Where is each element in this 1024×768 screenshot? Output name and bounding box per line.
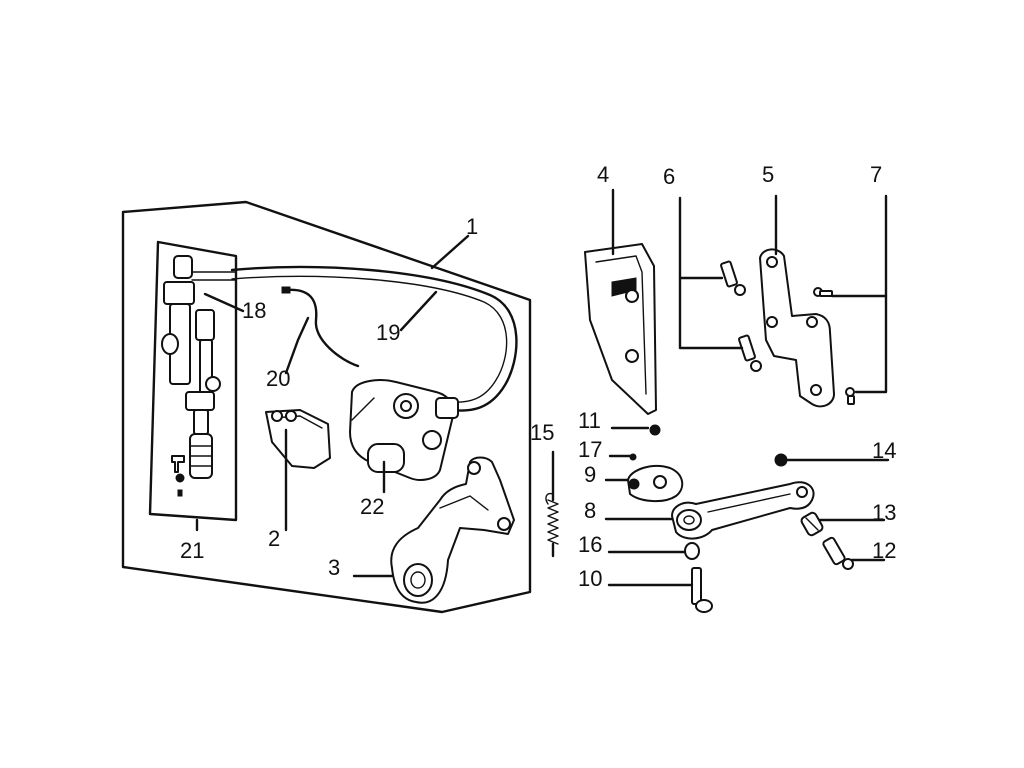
callout-2: 2 <box>268 526 280 551</box>
brake-hose <box>230 265 518 412</box>
bolt-6-upper <box>720 260 746 296</box>
sensor-wire-connector <box>281 286 291 294</box>
pedal-bolt <box>691 567 713 613</box>
callout-10: 10 <box>578 566 602 591</box>
leader-lines <box>195 188 890 587</box>
master-cylinder-box <box>148 240 238 522</box>
pivot-washer <box>627 464 684 502</box>
callout-14: 14 <box>872 438 896 463</box>
callout-21: 21 <box>180 538 204 563</box>
brake-pad <box>265 409 331 469</box>
callout-4: 4 <box>597 162 609 187</box>
callout-19: 19 <box>376 320 400 345</box>
master-cylinder <box>161 255 236 497</box>
brake-pedal <box>671 481 815 540</box>
callout-16: 16 <box>578 532 602 557</box>
callout-5: 5 <box>762 162 774 187</box>
screw-7-upper <box>813 287 833 297</box>
callout-20: 20 <box>266 366 290 391</box>
sleeve-13 <box>800 511 824 537</box>
bolt-6-lower <box>738 334 762 372</box>
callout-11: 11 <box>578 408 601 433</box>
callout-3: 3 <box>328 555 340 580</box>
callout-22: 22 <box>360 494 384 519</box>
callout-18: 18 <box>242 298 266 323</box>
pin-12 <box>822 536 854 570</box>
callout-1: 1 <box>466 214 478 239</box>
spring <box>545 450 559 558</box>
assembly-outline <box>121 200 532 614</box>
callout-12: 12 <box>872 538 896 563</box>
callout-15: 15 <box>530 420 554 445</box>
callout-17: 17 <box>578 437 602 462</box>
footrest-bracket-plate <box>759 248 835 408</box>
callout-9: 9 <box>584 462 596 487</box>
nut-11 <box>649 424 661 436</box>
callout-13: 13 <box>872 500 896 525</box>
plug-14 <box>774 453 788 467</box>
pin-17 <box>629 453 637 461</box>
heel-guard <box>584 243 657 415</box>
bushing <box>684 542 700 560</box>
callout-8: 8 <box>584 498 596 523</box>
sensor-wire <box>284 288 360 368</box>
brake-hose-inner <box>231 275 508 403</box>
caliper-bracket <box>390 456 515 604</box>
callout-labels: 1 2 3 4 5 6 7 8 9 10 11 12 13 14 15 16 1… <box>180 162 896 591</box>
screw-7-lower <box>845 387 855 405</box>
brake-caliper <box>349 379 459 481</box>
callout-7: 7 <box>870 162 882 187</box>
callout-6: 6 <box>663 164 675 189</box>
